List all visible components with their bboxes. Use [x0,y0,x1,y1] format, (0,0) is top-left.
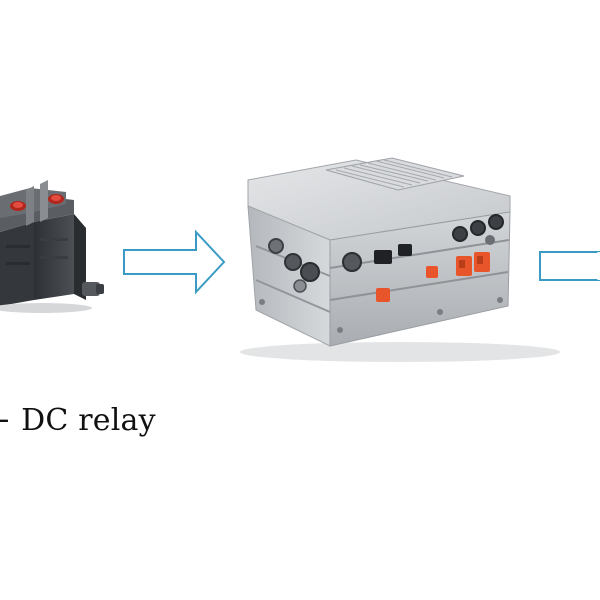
dc-relay-image [0,180,104,313]
dc-relay-caption: + DC relay [0,403,156,438]
arrow-right-icon [539,251,600,281]
arrow-right-icon [123,229,226,295]
controller-box-image [240,157,560,362]
